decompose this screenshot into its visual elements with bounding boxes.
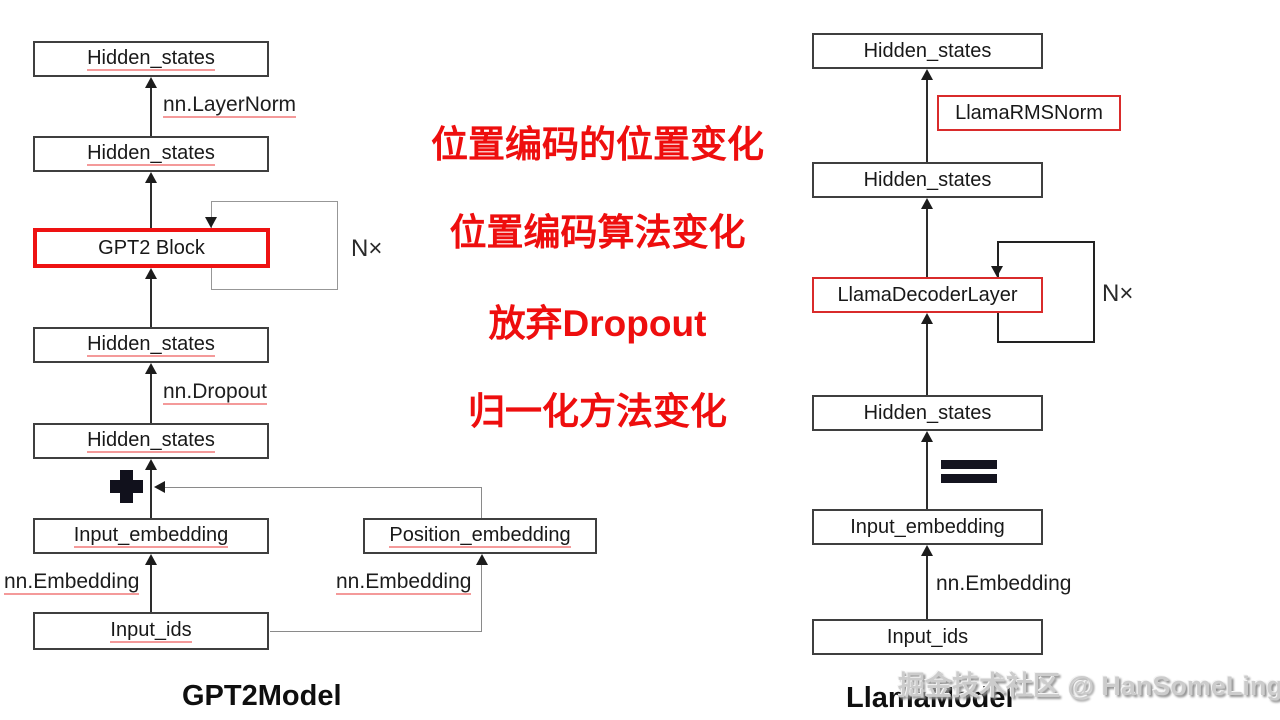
llama-model-title: LlamaModel (846, 682, 1014, 714)
gpt2-loop-count: N× (351, 235, 383, 262)
arrow-up-icon (145, 554, 157, 565)
arrow-up-icon (145, 172, 157, 183)
arrow-up-icon (145, 77, 157, 88)
arrow-up-icon (921, 69, 933, 80)
llama-rmsnorm-box: LlamaRMSNorm (937, 95, 1121, 131)
llama-connector-line (926, 315, 928, 395)
arrow-up-icon (476, 554, 488, 565)
box-label: Hidden_states (87, 46, 215, 71)
llama-input-embedding-box: Input_embedding (812, 509, 1043, 545)
llama-connector-line (926, 200, 928, 277)
gpt2-hidden-states-box-3: Hidden_states (33, 327, 269, 363)
arrow-down-icon (205, 217, 217, 228)
gpt2-connector-line (150, 461, 152, 518)
annotation-line: 放弃Dropout (488, 303, 707, 344)
llama-hidden-states-box-2: Hidden_states (812, 162, 1043, 198)
arrow-up-icon (145, 268, 157, 279)
gpt2-connector-line (150, 270, 152, 327)
arrow-up-icon (921, 313, 933, 324)
gpt2-model-title: GPT2Model (182, 680, 342, 712)
annotation-line: 位置编码的位置变化 (431, 124, 764, 165)
gpt2-layernorm-label: nn.LayerNorm (163, 93, 297, 118)
arrow-up-icon (921, 198, 933, 209)
gpt2-position-embedding-box: Position_embedding (363, 518, 597, 554)
box-label: Position_embedding (389, 523, 571, 548)
llama-hidden-states-box-3: Hidden_states (812, 395, 1043, 431)
position-feed-line (481, 487, 482, 518)
gpt2-hidden-states-box-top: Hidden_states (33, 41, 269, 77)
box-label: Hidden_states (863, 401, 992, 424)
watermark: 掘金技术社区 @ HanSomeLing (898, 671, 1280, 701)
equals-icon (941, 460, 997, 483)
box-label: Hidden_states (863, 39, 992, 62)
llama-connector-line (926, 547, 928, 619)
gpt2-input-ids-box: Input_ids (33, 612, 269, 650)
box-label: GPT2 Block (98, 236, 205, 259)
gpt2-dropout-label: nn.Dropout (163, 380, 267, 405)
box-label: LlamaRMSNorm (955, 101, 1103, 124)
box-label: Input_embedding (73, 523, 229, 548)
arrow-down-icon (991, 266, 1003, 277)
llama-hidden-states-box-top: Hidden_states (812, 33, 1043, 69)
gpt2-hidden-states-box-2: Hidden_states (33, 136, 269, 172)
box-label: Input_embedding (850, 515, 1005, 538)
arrow-up-icon (921, 545, 933, 556)
gpt2-embedding-label-right: nn.Embedding (336, 570, 472, 595)
box-label: Input_ids (110, 618, 192, 643)
annotation-line: 归一化方法变化 (468, 391, 727, 432)
position-feed-line (157, 487, 482, 488)
box-label: Input_ids (886, 625, 969, 648)
arrow-up-icon (145, 459, 157, 470)
gpt2-connector-line (150, 79, 152, 136)
box-label: Hidden_states (863, 168, 992, 191)
gpt2-hidden-states-box-4: Hidden_states (33, 423, 269, 459)
box-label: Hidden_states (87, 141, 215, 166)
llama-connector-line (926, 433, 928, 509)
llama-decoder-layer-box: LlamaDecoderLayer (812, 277, 1043, 313)
arrow-left-icon (154, 481, 165, 493)
gpt2-connector-line (150, 174, 152, 228)
gpt2-block-box: GPT2 Block (33, 228, 270, 268)
llama-input-ids-box: Input_ids (812, 619, 1043, 655)
gpt2-embedding-label-left: nn.Embedding (4, 570, 140, 595)
llama-loop-count: N× (1102, 280, 1134, 307)
llama-connector-line (926, 71, 928, 162)
box-label: Hidden_states (87, 428, 215, 453)
gpt2-input-embedding-box: Input_embedding (33, 518, 269, 554)
arrow-up-icon (145, 363, 157, 374)
position-feed-line (481, 556, 482, 632)
input-ids-feed-line (270, 631, 482, 632)
box-label: Hidden_states (87, 332, 215, 357)
llama-embedding-label: nn.Embedding (936, 572, 1072, 595)
plus-icon (110, 470, 143, 503)
annotation-line: 位置编码算法变化 (449, 212, 746, 253)
gpt2-connector-line (150, 556, 152, 612)
box-label: LlamaDecoderLayer (837, 283, 1018, 306)
gpt2-connector-line (150, 365, 152, 423)
arrow-up-icon (921, 431, 933, 442)
